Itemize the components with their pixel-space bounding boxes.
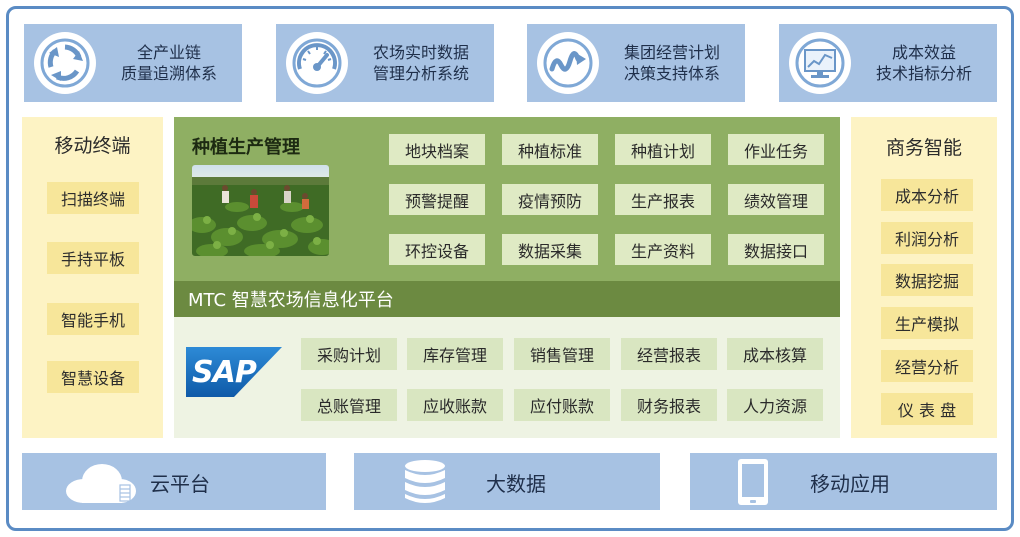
planting-btn-warning[interactable]: 预警提醒 bbox=[389, 184, 485, 215]
top-card-line1: 集团经营计划 bbox=[623, 43, 720, 62]
planting-btn-production-material[interactable]: 生产资料 bbox=[615, 234, 711, 265]
mobile-terminal-panel: 移动终端 扫描终端 手持平板 智能手机 智慧设备 bbox=[22, 117, 163, 438]
top-card-label: 全产业链 质量追溯体系 bbox=[96, 42, 242, 84]
sap-btn-financial-report[interactable]: 财务报表 bbox=[621, 389, 717, 421]
top-card-line2: 决策支持体系 bbox=[623, 64, 720, 83]
top-card-line2: 质量追溯体系 bbox=[120, 64, 217, 83]
planting-title: 种植生产管理 bbox=[192, 137, 300, 158]
bottom-card-mobile-app-label: 移动应用 bbox=[810, 472, 890, 496]
right-item-operation-analysis: 经营分析 bbox=[881, 350, 973, 382]
sap-btn-general-ledger[interactable]: 总账管理 bbox=[301, 389, 397, 421]
sap-btn-human-resources[interactable]: 人力资源 bbox=[727, 389, 823, 421]
sap-btn-receivables[interactable]: 应收账款 bbox=[407, 389, 503, 421]
top-card-cost-benefit: 成本效益 技术指标分析 bbox=[779, 24, 997, 102]
top-card-line2: 技术指标分析 bbox=[875, 64, 972, 83]
planting-btn-work-task[interactable]: 作业任务 bbox=[728, 134, 824, 165]
sap-module: SAP 采购计划 库存管理 销售管理 经营报表 成本核算 总账管理 应收账款 应… bbox=[174, 317, 840, 438]
planting-management-module: 种植生产管理 bbox=[174, 117, 840, 281]
cloud-icon bbox=[62, 459, 140, 511]
planting-btn-production-report[interactable]: 生产报表 bbox=[615, 184, 711, 215]
bottom-card-cloud: 云平台 bbox=[22, 453, 326, 510]
sap-btn-sales[interactable]: 销售管理 bbox=[514, 338, 610, 370]
mobile-terminal-title: 移动终端 bbox=[54, 135, 131, 157]
right-item-data-mining: 数据挖掘 bbox=[881, 264, 973, 296]
planting-btn-plot-archive[interactable]: 地块档案 bbox=[389, 134, 485, 165]
bottom-card-bigdata-label: 大数据 bbox=[486, 472, 546, 496]
top-card-line1: 农场实时数据 bbox=[372, 43, 469, 62]
sap-btn-payables[interactable]: 应付账款 bbox=[514, 389, 610, 421]
bottom-card-mobile-app: 移动应用 bbox=[690, 453, 997, 510]
left-item-scanner: 扫描终端 bbox=[47, 182, 139, 214]
business-intelligence-title: 商务智能 bbox=[885, 137, 962, 159]
top-card-line1: 全产业链 bbox=[136, 43, 201, 62]
top-card-traceability: 全产业链 质量追溯体系 bbox=[24, 24, 242, 102]
top-card-line1: 成本效益 bbox=[891, 43, 956, 62]
business-intelligence-panel: 商务智能 成本分析 利润分析 数据挖掘 生产模拟 经营分析 仪 表 盘 bbox=[851, 117, 997, 438]
sap-btn-cost-accounting[interactable]: 成本核算 bbox=[727, 338, 823, 370]
bottom-card-cloud-label: 云平台 bbox=[150, 472, 210, 496]
planting-btn-planting-standard[interactable]: 种植标准 bbox=[502, 134, 598, 165]
left-item-smart-device: 智慧设备 bbox=[47, 361, 139, 393]
sap-btn-inventory[interactable]: 库存管理 bbox=[407, 338, 503, 370]
left-item-smartphone: 智能手机 bbox=[47, 303, 139, 335]
top-card-realtime-data: 农场实时数据 管理分析系统 bbox=[276, 24, 494, 102]
cycle-arrows-icon bbox=[34, 32, 96, 94]
sap-btn-operating-report[interactable]: 经营报表 bbox=[621, 338, 717, 370]
top-card-line2: 管理分析系统 bbox=[372, 64, 469, 83]
right-item-cost-analysis: 成本分析 bbox=[881, 179, 973, 211]
sap-logo-text: SAP bbox=[192, 355, 257, 390]
planting-btn-planting-plan[interactable]: 种植计划 bbox=[615, 134, 711, 165]
field-photo bbox=[192, 165, 329, 256]
speedometer-icon bbox=[286, 32, 348, 94]
top-card-group-plan: 集团经营计划 决策支持体系 bbox=[527, 24, 745, 102]
planting-btn-performance[interactable]: 绩效管理 bbox=[728, 184, 824, 215]
top-card-label: 成本效益 技术指标分析 bbox=[851, 42, 997, 84]
right-item-profit-analysis: 利润分析 bbox=[881, 222, 973, 254]
platform-title-bar: MTC 智慧农场信息化平台 bbox=[174, 281, 840, 317]
sap-btn-purchase-plan[interactable]: 采购计划 bbox=[301, 338, 397, 370]
top-card-label: 农场实时数据 管理分析系统 bbox=[348, 42, 494, 84]
right-item-production-sim: 生产模拟 bbox=[881, 307, 973, 339]
right-item-dashboard: 仪 表 盘 bbox=[881, 393, 973, 425]
left-item-tablet: 手持平板 bbox=[47, 242, 139, 274]
bottom-card-bigdata: 大数据 bbox=[354, 453, 660, 510]
sap-logo: SAP bbox=[186, 347, 282, 397]
planting-btn-env-control[interactable]: 环控设备 bbox=[389, 234, 485, 265]
wave-chart-icon bbox=[537, 32, 599, 94]
monitor-chart-icon bbox=[789, 32, 851, 94]
planting-btn-data-collection[interactable]: 数据采集 bbox=[502, 234, 598, 265]
database-icon bbox=[400, 458, 450, 510]
planting-btn-data-interface[interactable]: 数据接口 bbox=[728, 234, 824, 265]
planting-btn-epidemic-prevention[interactable]: 疫情预防 bbox=[502, 184, 598, 215]
top-card-label: 集团经营计划 决策支持体系 bbox=[599, 42, 745, 84]
tablet-icon bbox=[736, 458, 770, 510]
